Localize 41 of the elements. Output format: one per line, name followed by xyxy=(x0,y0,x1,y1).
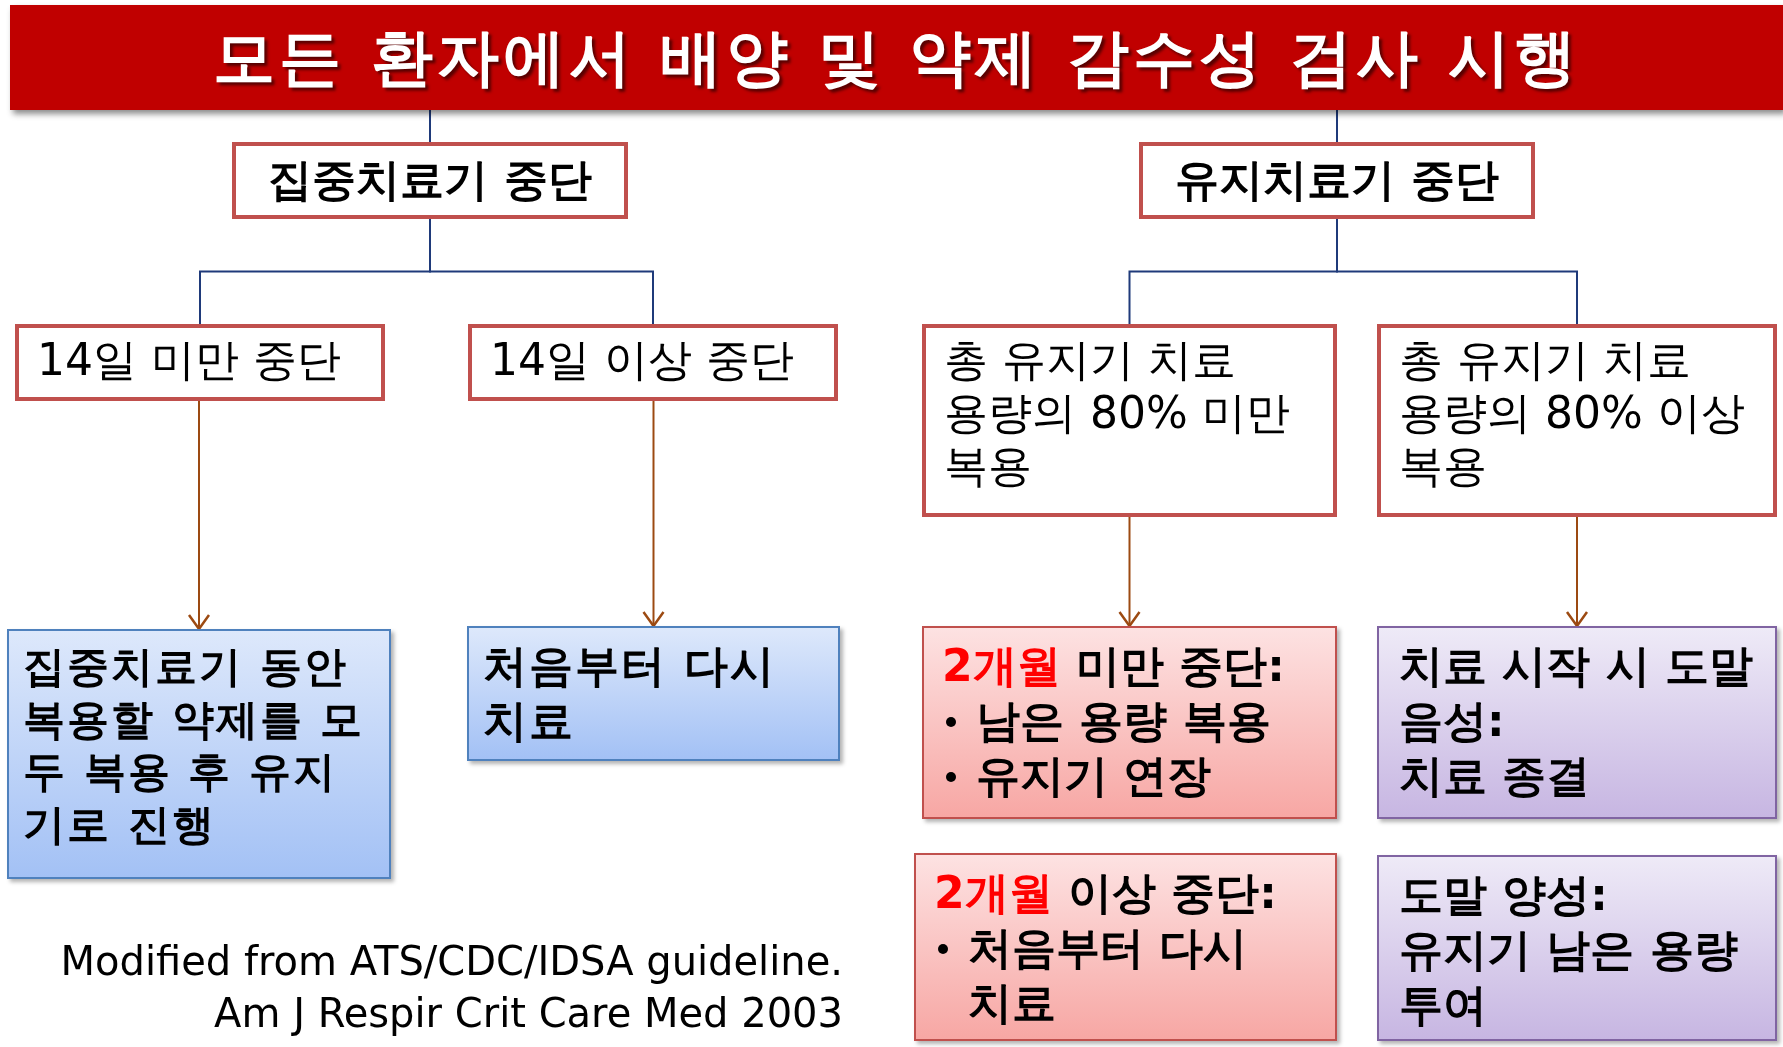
connector-line xyxy=(1336,218,1578,325)
bullet-item: 유지기 연장 xyxy=(942,748,1317,803)
arrow xyxy=(1118,516,1141,628)
box-text: 유지기 남은 용량 투여 xyxy=(1399,923,1739,1032)
phase-box xyxy=(232,142,628,219)
bullet-item: 처음부터 다시 치료 xyxy=(934,920,1317,1030)
condition-box xyxy=(15,324,385,401)
title-text: 모든 환자에서 배양 및 약제 감수성 검사 시행 xyxy=(212,19,1581,96)
action-box xyxy=(1377,855,1777,1041)
arrow xyxy=(1565,516,1589,628)
action-box xyxy=(1377,626,1777,819)
arrow xyxy=(187,400,211,631)
box-text: 집중치료기 동안 복용할 약제를 모두 복용 후 유지기로 진행 xyxy=(23,641,366,851)
bullet-item: 남은 용량 복용 xyxy=(942,693,1317,748)
title-banner xyxy=(10,5,1783,110)
box-text: 처음부터 다시 치료 xyxy=(483,639,778,748)
connector-line xyxy=(429,109,431,143)
action-box xyxy=(467,626,840,761)
box-text: 총 유지기 치료 용량의 80% 이상 복용 xyxy=(1399,334,1746,493)
action-box xyxy=(7,629,391,879)
box-text: 도말 양성: xyxy=(1399,868,1609,922)
box-text: 치료 종결 xyxy=(1399,749,1592,803)
condition-box xyxy=(468,324,838,401)
condition-box xyxy=(1377,324,1777,517)
box-text: 유지치료기 중단 xyxy=(1175,153,1499,207)
source-note: Am J Respir Crit Care Med 2003 xyxy=(214,990,843,1036)
phase-box xyxy=(1139,142,1535,219)
box-text: 총 유지기 치료 용량의 80% 미만 복용 xyxy=(944,334,1291,493)
source-note: Modified from ATS/CDC/IDSA guideline. xyxy=(60,938,843,984)
condition-box xyxy=(922,324,1337,517)
action-box xyxy=(914,853,1337,1041)
box-text: 치료 시작 시 도말 음성: xyxy=(1399,639,1754,748)
action-box xyxy=(922,626,1337,819)
connector-line xyxy=(429,218,654,325)
box-text: 2개월 미만 중단: xyxy=(942,639,1286,693)
box-text: 2개월 이상 중단: xyxy=(934,866,1278,920)
box-text: 14일 이상 중단 xyxy=(490,334,795,387)
arrow xyxy=(642,400,665,628)
box-text: 집중치료기 중단 xyxy=(268,153,592,207)
connector-line xyxy=(1336,109,1338,143)
box-text: 14일 미만 중단 xyxy=(37,334,342,387)
